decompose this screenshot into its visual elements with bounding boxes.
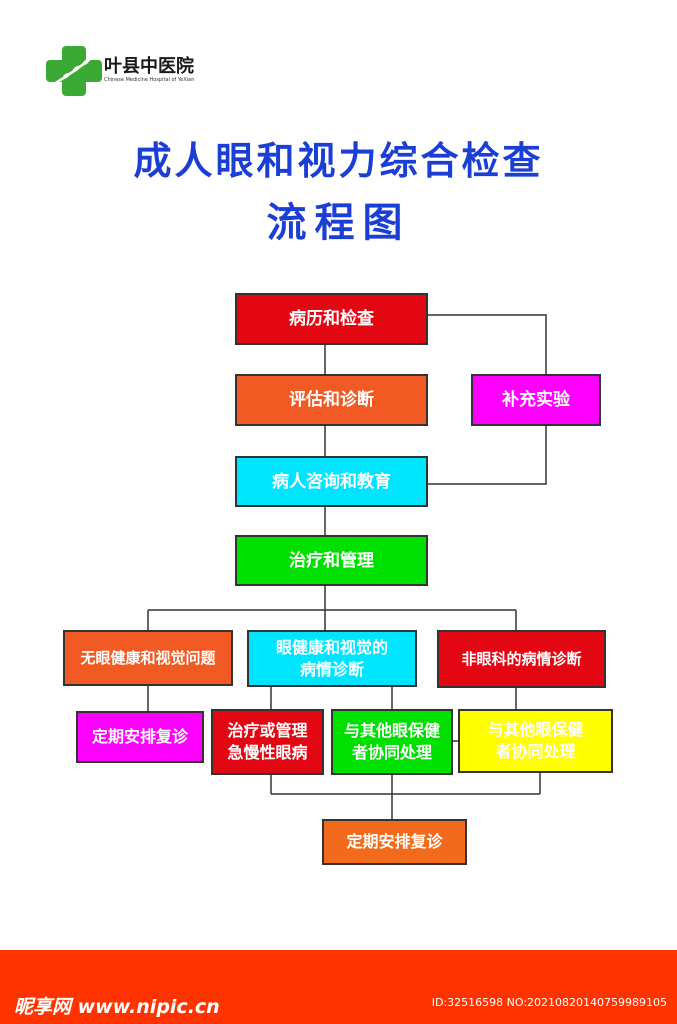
hospital-english-name: Chinese Medicine Hospital of YeXian <box>104 77 195 83</box>
box-non-eye-diagnosis: 非眼科的病情诊断 <box>437 630 606 688</box>
hospital-logo: 叶县中医院 Chinese Medicine Hospital of YeXia… <box>44 44 204 98</box>
box-eye-diagnosis: 眼健康和视觉的 病情诊断 <box>247 630 417 687</box>
page-subtitle: 流程图 <box>266 200 411 246</box>
box-no-problem: 无眼健康和视觉问题 <box>63 630 233 686</box>
box-treat-manage: 治疗和管理 <box>235 535 428 586</box>
box-chronic-eye: 治疗或管理 急慢性眼病 <box>211 709 324 775</box>
watermark-id: ID:32516598 NO:20210820140759989105 <box>431 996 667 1009</box>
box-followup-bottom: 定期安排复诊 <box>322 819 467 865</box>
footer-bar <box>0 950 677 1024</box>
green-cross-icon <box>46 46 102 96</box>
box-coop-middle: 与其他眼保健 者协同处理 <box>331 709 453 775</box>
page-title: 成人眼和视力综合检查 <box>133 139 544 183</box>
watermark-site: 昵享网 www.nipic.cn <box>14 996 220 1018</box>
box-coop-right: 与其他眼保健 者协同处理 <box>458 709 613 773</box>
box-history-exam: 病历和检查 <box>235 293 428 345</box>
box-assess-diagnose: 评估和诊断 <box>235 374 428 426</box>
box-patient-counsel: 病人咨询和教育 <box>235 456 428 507</box>
hospital-name: 叶县中医院 <box>104 56 194 77</box>
box-supplement-test: 补充实验 <box>471 374 601 426</box>
box-followup-left: 定期安排复诊 <box>76 711 204 763</box>
